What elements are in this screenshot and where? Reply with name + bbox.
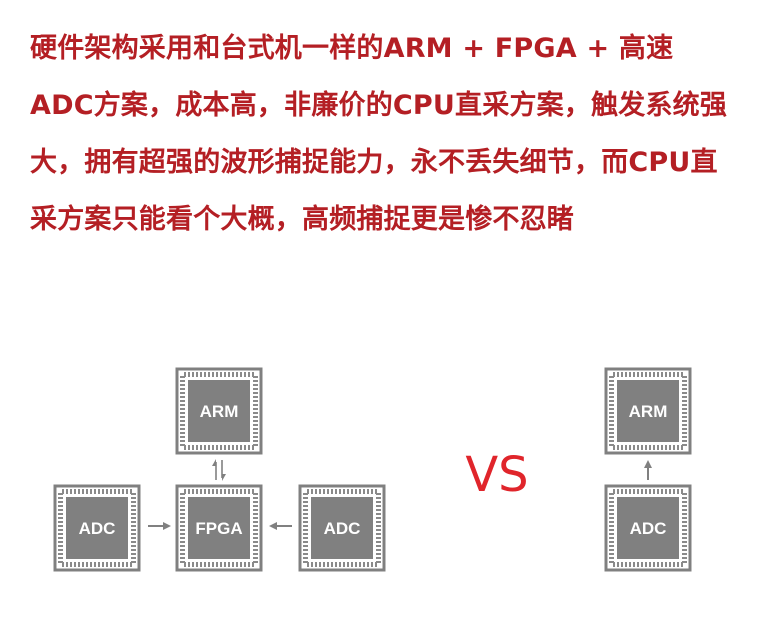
chip-package <box>298 484 386 572</box>
right-architecture: ARM ADC <box>604 367 692 572</box>
vs-label: VS <box>465 447 528 503</box>
chip-adc-left: ADC <box>53 484 141 572</box>
bidirectional-arrow-fpga-arm <box>212 459 226 481</box>
chip-adc-right-label: ADC <box>324 519 361 538</box>
chip-adc-left-label: ADC <box>79 519 116 538</box>
chip-package <box>175 367 263 455</box>
chip-package <box>604 484 692 572</box>
chip-fpga: FPGA <box>175 484 263 572</box>
chip-arm-right: ARM <box>604 367 692 455</box>
left-architecture: ARM FPGA ADC ADC <box>53 367 386 572</box>
chip-fpga-label: FPGA <box>195 519 242 538</box>
chip-arm-left-label: ARM <box>200 402 239 421</box>
chip-adc-right: ADC <box>298 484 386 572</box>
chip-package <box>604 367 692 455</box>
chip-arm-right-label: ARM <box>629 402 668 421</box>
headline-text: 硬件架构采用和台式机一样的ARM + FPGA + 高速ADC方案，成本高，非廉… <box>30 33 728 235</box>
chip-arm-left: ARM <box>175 367 263 455</box>
chip-adc-single-label: ADC <box>630 519 667 538</box>
chip-package <box>175 484 263 572</box>
chip-adc-single: ADC <box>604 484 692 572</box>
chip-package <box>53 484 141 572</box>
